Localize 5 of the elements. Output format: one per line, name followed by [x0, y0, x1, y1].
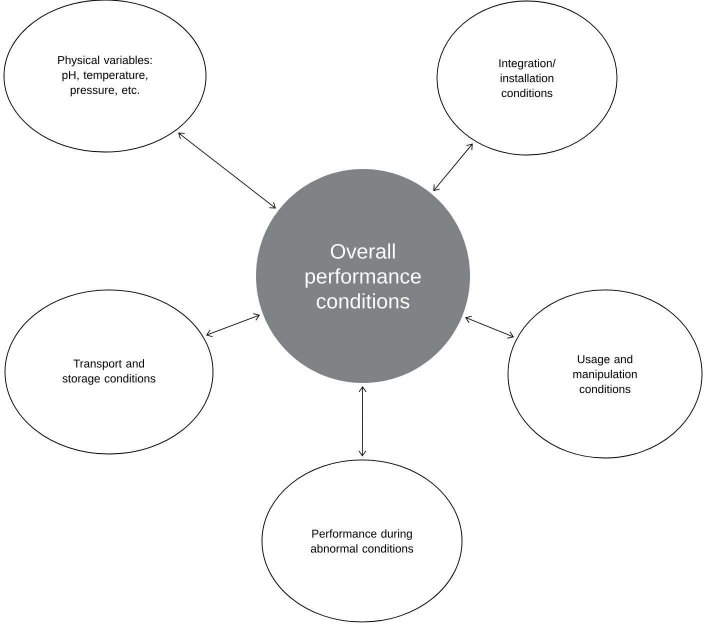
arrow [465, 316, 514, 339]
arrow [206, 313, 260, 337]
arrow [433, 143, 473, 192]
arrow [358, 386, 366, 457]
arrow [178, 132, 276, 208]
